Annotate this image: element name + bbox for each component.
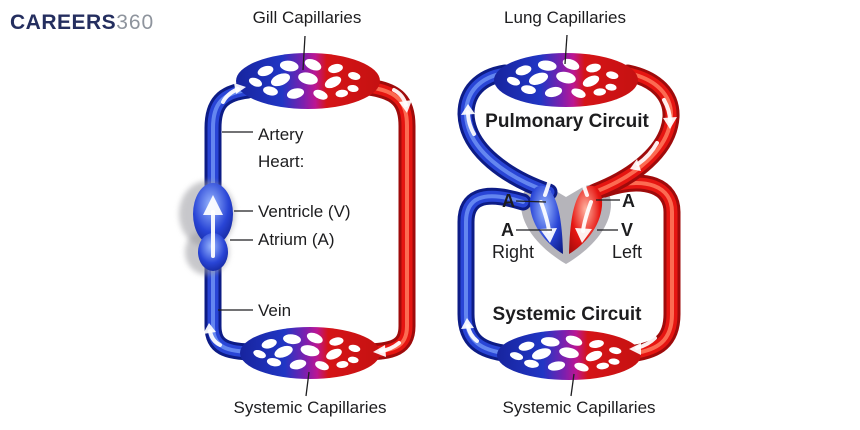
ventricle-label: Ventricle (V) <box>258 202 351 221</box>
lower-left-chamber-label: A <box>501 220 514 240</box>
systemic-capillary-bed-left <box>240 327 380 379</box>
vein-label: Vein <box>258 301 292 320</box>
logo-text-careers: CAREERS <box>10 11 117 34</box>
systemic-vein-tube <box>466 196 523 354</box>
systemic-artery-tube <box>604 183 672 354</box>
flow-arrows-left-loop <box>203 83 412 357</box>
systemic-capillaries-label-left: Systemic Capillaries <box>233 398 387 417</box>
systemic-capillaries-label-right: Systemic Capillaries <box>502 398 656 417</box>
pointer-lines <box>218 34 620 397</box>
left-side-label: Left <box>612 242 643 262</box>
single-circuit-diagram <box>179 53 412 379</box>
lung-capillaries-label: Lung Capillaries <box>504 8 626 27</box>
careers360-logo: CAREERS360 <box>10 11 154 35</box>
double-circuit-diagram <box>461 53 677 380</box>
systemic-capillary-bed-right <box>497 330 641 380</box>
atrium-left-label: A <box>502 191 515 211</box>
gill-capillary-bed <box>236 53 380 109</box>
atrium-right-label: A <box>622 191 635 211</box>
fish-heart <box>179 181 235 275</box>
systemic-circuit-label: Systemic Circuit <box>492 304 642 325</box>
logo-text-360: 360 <box>116 11 155 34</box>
atrium-label: Atrium (A) <box>258 230 335 249</box>
heart-label: Heart: <box>258 152 305 171</box>
pulmonary-circuit-label: Pulmonary Circuit <box>485 111 649 132</box>
gill-capillaries-label: Gill Capillaries <box>252 8 362 27</box>
ventricle-right-label: V <box>621 220 634 240</box>
lung-capillary-bed <box>494 53 638 107</box>
artery-tube <box>362 87 407 352</box>
right-side-label: Right <box>492 242 535 262</box>
flow-arrows-right-loops <box>461 98 677 355</box>
artery-label: Artery <box>258 125 304 144</box>
mammal-heart-chambers <box>529 155 603 254</box>
